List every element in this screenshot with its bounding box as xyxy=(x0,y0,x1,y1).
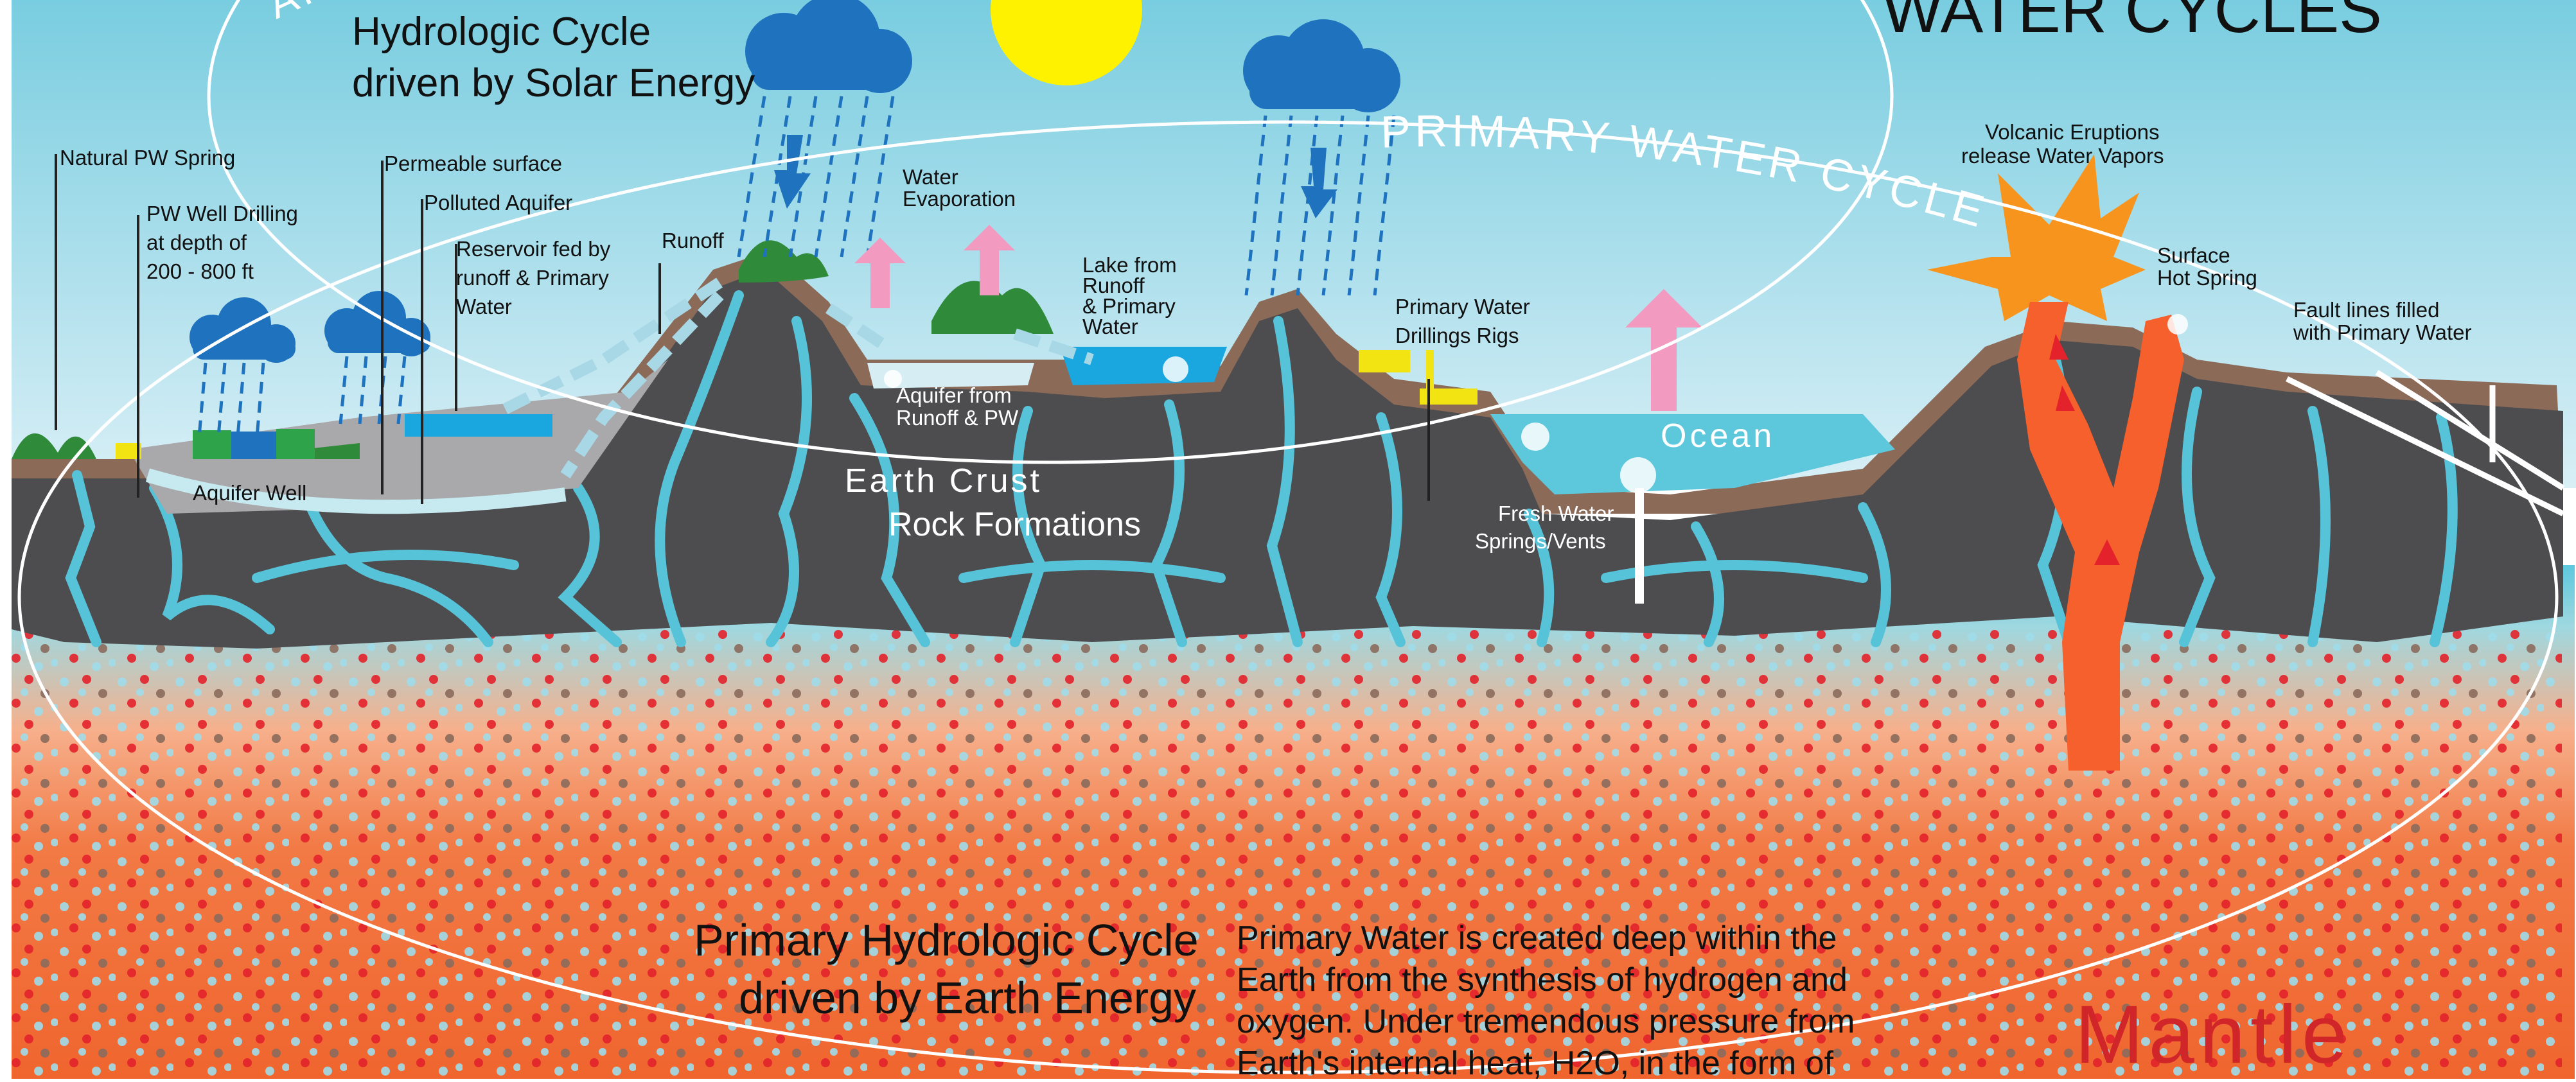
reservoir xyxy=(405,414,552,437)
well-drilling-label: PW Well Drilling xyxy=(146,202,298,225)
hydrologic-cycle-ellipse xyxy=(207,0,1894,464)
fault-lines-label: with Primary Water xyxy=(2293,320,2472,344)
evaporation-label: Water xyxy=(903,165,958,189)
pointer-line xyxy=(55,154,57,430)
lake xyxy=(1060,347,1227,385)
primary-hydrologic-label: Primary Hydrologic Cycle xyxy=(694,915,1199,965)
description-text: Earth's internal heat, H2O, in the form … xyxy=(1237,1045,1834,1082)
reservoir-label: Water xyxy=(456,295,512,318)
pointer-line xyxy=(381,161,384,494)
reservoir-label: runoff & Primary xyxy=(456,266,609,290)
volcanic-label: Volcanic Eruptions xyxy=(1985,120,2160,144)
rain xyxy=(197,96,1396,437)
crust-label: Earth Crust xyxy=(845,462,1042,500)
description-text: Primary Water is created deep within the xyxy=(1237,920,1837,957)
cycle-ellipses xyxy=(17,0,2559,1074)
aquifer-basin xyxy=(867,363,1034,388)
ocean xyxy=(1490,414,1895,494)
eruption-icon xyxy=(1927,154,2146,321)
reservoir-label: Reservoir fed by xyxy=(456,237,611,261)
lake-label: Runoff xyxy=(1082,274,1145,297)
vegetation xyxy=(12,240,1054,459)
ocean-label: Ocean xyxy=(1661,417,1776,455)
lake-label: Water xyxy=(1082,315,1138,338)
aquifer-runoff-label: Aquifer from xyxy=(896,383,1012,407)
well-drilling-label: 200 - 800 ft xyxy=(146,259,254,283)
mantle-label: Mantle xyxy=(2075,989,2353,1081)
primary-hydrologic-label: driven by Earth Energy xyxy=(739,973,1197,1023)
pointer-line xyxy=(421,199,423,504)
lava-channel xyxy=(2017,302,2184,771)
description-text: oxygen. Under tremendous pressure from xyxy=(1237,1003,1855,1040)
polluted-aquifer-label: Polluted Aquifer xyxy=(424,191,573,214)
hot-spring-label: Surface xyxy=(2157,243,2230,267)
well-drilling-label: at depth of xyxy=(146,231,247,254)
volcanic-label: release Water Vapors xyxy=(1961,144,2164,168)
primary-cycle-ellipse xyxy=(17,120,2559,1074)
pointer-line xyxy=(137,215,139,498)
rain-arrows xyxy=(774,135,1337,218)
sun-icon xyxy=(991,0,1142,85)
cloud-icons xyxy=(190,0,1400,363)
crust-label: Rock Formations xyxy=(888,506,1141,543)
vent-icons xyxy=(884,314,2188,604)
fault-lines-label: Fault lines filled xyxy=(2293,298,2440,322)
permeable-surface-label: Permeable surface xyxy=(384,152,562,175)
mantle-particles xyxy=(12,629,2562,1079)
page-title: WATER CYCLES xyxy=(1882,0,2382,46)
pointer-line xyxy=(1427,379,1430,501)
springs-label: Springs/Vents xyxy=(1475,529,1606,553)
evaporation-arrows xyxy=(854,225,1702,411)
springs-label: Fresh Water xyxy=(1498,502,1614,525)
drilling-rigs-label: Primary Water xyxy=(1395,295,1530,318)
runoff-arrows xyxy=(498,277,1094,478)
hydrologic-cycle-label: Hydrologic Cycle xyxy=(352,10,651,54)
cloud-icon xyxy=(190,297,296,363)
hydrologic-cycle-label: driven by Solar Energy xyxy=(352,61,755,105)
aquifer-runoff-label: Runoff & PW xyxy=(896,406,1019,430)
cloud-icon xyxy=(745,0,912,93)
pointer-line xyxy=(455,244,457,411)
description-text: Earth from the synthesis of hydrogen and xyxy=(1237,961,1848,999)
lava-arrows xyxy=(2049,334,2120,565)
lake-label: Lake from xyxy=(1082,253,1177,277)
hot-spring-label: Hot Spring xyxy=(2157,266,2257,290)
lake-label: & Primary xyxy=(1082,294,1176,318)
runoff-label: Runoff xyxy=(662,229,724,252)
houses xyxy=(116,429,315,459)
polluted-aquifer xyxy=(128,360,668,514)
cloud-icon xyxy=(1243,19,1400,112)
evaporation-label: Evaporation xyxy=(903,187,1016,211)
aquifer-well-label: Aquifer Well xyxy=(193,481,307,505)
pointer-line xyxy=(658,263,661,334)
drilling-rigs-label: Drillings Rigs xyxy=(1395,324,1519,347)
natural-spring-label: Natural PW Spring xyxy=(60,146,236,170)
